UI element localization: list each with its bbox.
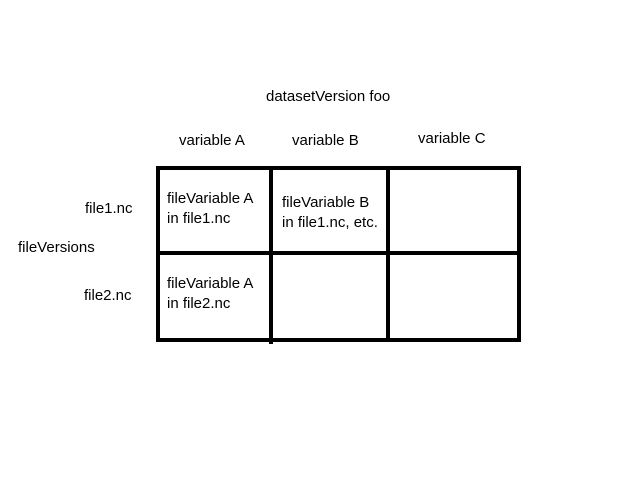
grid-border-left xyxy=(156,166,160,342)
cell-file2-variable-a: fileVariable A in file2.nc xyxy=(167,275,254,312)
grid-divider-2 xyxy=(386,166,390,342)
grid-divider-1 xyxy=(269,166,273,344)
column-header-variable-b: variable B xyxy=(292,132,359,149)
grid-border-middle xyxy=(156,251,521,255)
row-label-file2: file2.nc xyxy=(84,287,132,304)
dataset-version-label: datasetVersion foo xyxy=(266,88,391,105)
row-label-file1: file1.nc xyxy=(85,200,133,217)
file-versions-label: fileVersions xyxy=(18,239,95,256)
cell-file1-variable-b: fileVariable B in file1.nc, etc. xyxy=(282,194,378,231)
column-header-variable-c: variable C xyxy=(418,130,486,147)
column-header-variable-a: variable A xyxy=(179,132,245,149)
grid-border-bottom xyxy=(156,338,521,342)
cell-file1-variable-a: fileVariable A in file1.nc xyxy=(167,190,254,227)
grid-border-right xyxy=(517,166,521,342)
grid-border-top xyxy=(156,166,521,170)
